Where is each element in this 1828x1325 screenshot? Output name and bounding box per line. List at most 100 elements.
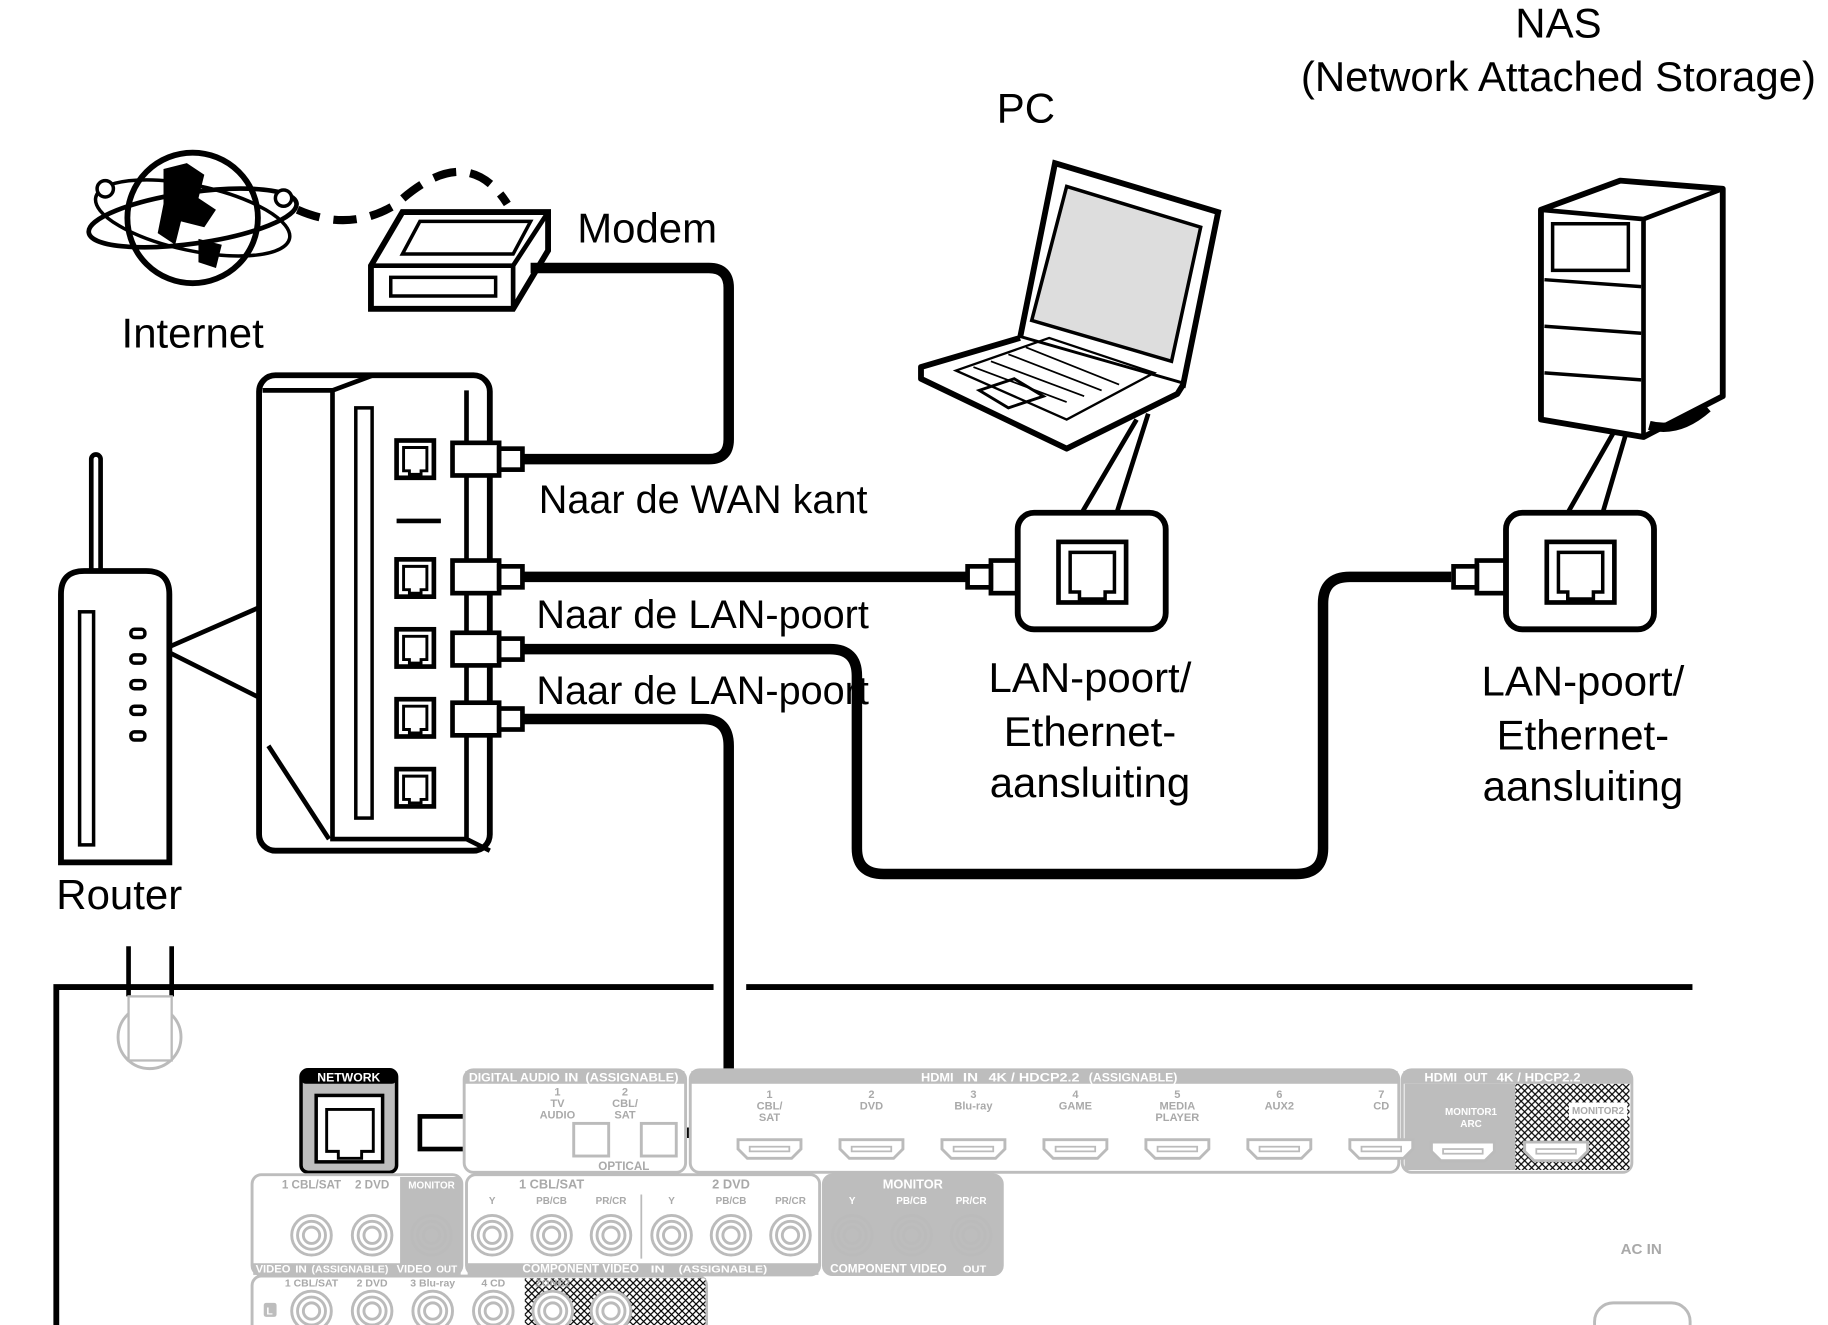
component-out-channel-label: PR/CR — [956, 1196, 987, 1207]
optical-port-2 — [639, 1121, 678, 1158]
hdmi-input-label: 2 — [868, 1089, 874, 1101]
hdmi-input-label: 6 — [1276, 1089, 1282, 1101]
hdmi-input-label: CD — [1373, 1100, 1389, 1112]
hdmi-out-header: HDMI — [1424, 1070, 1457, 1084]
component-in-jack — [589, 1214, 633, 1257]
hdmi-in-assignable: (ASSIGNABLE) — [1089, 1070, 1178, 1084]
optical-port-1 — [572, 1121, 611, 1158]
video-in-footer: VIDEO — [256, 1264, 291, 1276]
audio-left-label: L — [266, 1307, 273, 1318]
hdmi-out-monitor2-port — [1523, 1140, 1590, 1163]
audio-input-label: 2 DVD — [357, 1279, 388, 1290]
optical-input-label: 2 — [622, 1086, 628, 1098]
video-input-label: 2 DVD — [355, 1179, 389, 1192]
hdmi-in-spec: 4K / HDCP2.2 — [989, 1070, 1080, 1084]
hdmi-in-port-4 — [1042, 1138, 1109, 1160]
video-out-footer: VIDEO — [397, 1264, 432, 1276]
hdmi-in-badge: IN — [963, 1070, 978, 1084]
video-assignable: (ASSIGNABLE) — [312, 1265, 389, 1276]
hdmi-in-port-6 — [1246, 1138, 1313, 1160]
router-port-1 — [394, 438, 437, 481]
nas-title: NAS — [1515, 0, 1601, 46]
hdmi-input-label: 7 — [1378, 1089, 1384, 1101]
nas-port-label-2: Ethernet- — [1497, 711, 1670, 758]
wan-cable-plug — [450, 440, 525, 478]
hdmi-input-label: 4 — [1072, 1089, 1079, 1101]
hdmi-input-label: MEDIA — [1160, 1100, 1196, 1112]
component-channel-label: Y — [489, 1196, 496, 1207]
component-out-footer: COMPONENT VIDEO — [830, 1262, 947, 1276]
internet-label: Internet — [122, 309, 265, 356]
video-input-label: 1 CBL/SAT — [282, 1179, 341, 1192]
nas-cable-plug-router — [450, 630, 525, 668]
audio-in-jack — [350, 1289, 394, 1325]
nas-tower-icon — [1538, 177, 1726, 514]
pc-port-label-1: LAN-poort/ — [989, 654, 1192, 701]
modem-icon — [368, 209, 551, 312]
component-in-jack — [470, 1214, 514, 1257]
hdmi-out-spec: 4K / HDCP2.2 — [1497, 1070, 1581, 1084]
component-in-jack — [530, 1214, 573, 1257]
hdmi-input-label: GAME — [1059, 1100, 1092, 1112]
hdmi-in-port-1 — [736, 1138, 803, 1160]
pc-label: PC — [997, 84, 1055, 131]
audio-input-label: 1 CBL/SAT — [285, 1279, 339, 1290]
zone2-label: ZONE2 — [535, 1279, 570, 1290]
lan-label-1: Naar de LAN-poort — [536, 593, 868, 637]
router-port-4 — [394, 696, 437, 739]
audio-in-jack — [411, 1289, 454, 1325]
optical-label: OPTICAL — [598, 1160, 649, 1173]
wan-label: Naar de WAN kant — [539, 478, 868, 522]
video-out-badge: OUT — [436, 1265, 458, 1276]
hdmi-input-label: 3 — [970, 1089, 976, 1101]
hdmi-in-port-2 — [838, 1138, 905, 1160]
audio-in-jack — [472, 1289, 515, 1325]
nas-lan-cable — [522, 571, 1452, 880]
audio-in-jack — [290, 1289, 333, 1325]
audio-input-label: 3 Blu-ray — [410, 1279, 455, 1290]
modem-label: Modem — [577, 204, 717, 251]
component-channel-label: PR/CR — [775, 1196, 806, 1207]
digital-audio-assignable: (ASSIGNABLE) — [585, 1070, 678, 1084]
router-port-2 — [394, 557, 437, 599]
router-port-3 — [394, 626, 437, 669]
pc-cable-plug-router — [450, 558, 525, 596]
audio-input-label: 4 CD — [481, 1279, 505, 1290]
hdmi-input-label: 1 — [766, 1089, 772, 1101]
component-channel-label: PB/CB — [716, 1196, 747, 1207]
video-out-jack — [410, 1214, 453, 1257]
internet-link-dashed — [295, 167, 511, 225]
hdmi-out-monitor1-port — [1429, 1140, 1496, 1163]
digital-audio-header: DIGITAL AUDIO — [469, 1070, 560, 1084]
component-in-jack — [709, 1214, 753, 1257]
video-in-badge: IN — [295, 1265, 307, 1276]
hdmi-input-label: Blu-ray — [954, 1100, 993, 1112]
nas-subtitle: (Network Attached Storage) — [1301, 53, 1816, 100]
hdmi-out-badge: OUT — [1464, 1070, 1488, 1084]
ac-in-label: AC IN — [1621, 1241, 1662, 1258]
video-in-jack-1 — [290, 1214, 333, 1257]
hdmi-in-port-5 — [1144, 1138, 1211, 1160]
router-label: Router — [56, 871, 182, 918]
hdmi-monitor2-label: MONITOR2 — [1572, 1106, 1625, 1117]
component-in-badge: IN — [651, 1265, 665, 1276]
video-in-jack-2 — [350, 1214, 394, 1257]
hdmi-monitor1-label: MONITOR1 — [1445, 1107, 1498, 1118]
network-port-label: NETWORK — [317, 1070, 380, 1084]
component-out-jack — [890, 1214, 933, 1257]
component-group-label: 2 DVD — [712, 1177, 750, 1192]
nas-port-label-1: LAN-poort/ — [1482, 658, 1685, 705]
zone2-jack — [589, 1289, 633, 1325]
component-out-badge: OUT — [963, 1265, 987, 1276]
laptop-icon — [918, 159, 1222, 514]
component-in-footer: COMPONENT VIDEO — [522, 1262, 639, 1276]
router-port-panel — [256, 372, 493, 854]
hdmi-input-label: CBL/ — [757, 1100, 783, 1112]
pc-lan-port-callout — [1014, 509, 1169, 633]
optical-input-label: SAT — [614, 1110, 636, 1122]
component-channel-label: Y — [668, 1196, 675, 1207]
zone2-jack — [531, 1289, 575, 1325]
router-icon — [58, 452, 264, 866]
